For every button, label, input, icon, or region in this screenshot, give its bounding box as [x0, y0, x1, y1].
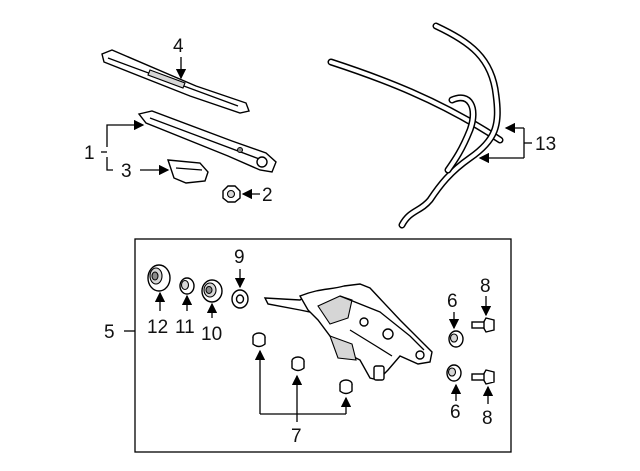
arm-nut — [222, 185, 241, 203]
collar — [201, 279, 223, 303]
arm-cap — [166, 159, 209, 184]
callout-1: 1 — [84, 143, 95, 164]
wiper-arm — [137, 110, 277, 173]
callout-4: 4 — [173, 36, 184, 57]
callout-7: 7 — [291, 426, 302, 447]
callout-3: 3 — [121, 161, 132, 182]
bushing — [179, 277, 195, 295]
callout-13: 13 — [535, 134, 556, 155]
washer-hose — [327, 22, 504, 229]
callout-12: 12 — [147, 317, 168, 338]
callout-10: 10 — [201, 324, 222, 345]
leader-1-bottom — [106, 157, 113, 171]
leader-1-top — [106, 119, 145, 147]
screw-1 — [252, 332, 266, 348]
callout-9: 9 — [234, 247, 245, 268]
bolt-upper — [471, 317, 495, 333]
callout-8-upper: 8 — [480, 276, 491, 297]
callout-8-lower: 8 — [482, 408, 493, 429]
nut-upper — [448, 330, 464, 348]
callout-11: 11 — [175, 317, 195, 338]
nut-lower — [446, 364, 462, 382]
screw-3 — [339, 379, 353, 395]
spacer — [231, 289, 249, 309]
callout-6-lower: 6 — [450, 402, 461, 423]
grommet — [147, 264, 171, 292]
bolt-lower — [471, 369, 495, 385]
callout-6-upper: 6 — [447, 291, 458, 312]
callout-2: 2 — [262, 185, 273, 206]
motor-assembly-box — [134, 238, 512, 453]
callout-5: 5 — [104, 322, 115, 343]
screw-2 — [291, 356, 305, 372]
wiper-motor — [263, 283, 433, 381]
wiper-blade — [101, 49, 250, 114]
